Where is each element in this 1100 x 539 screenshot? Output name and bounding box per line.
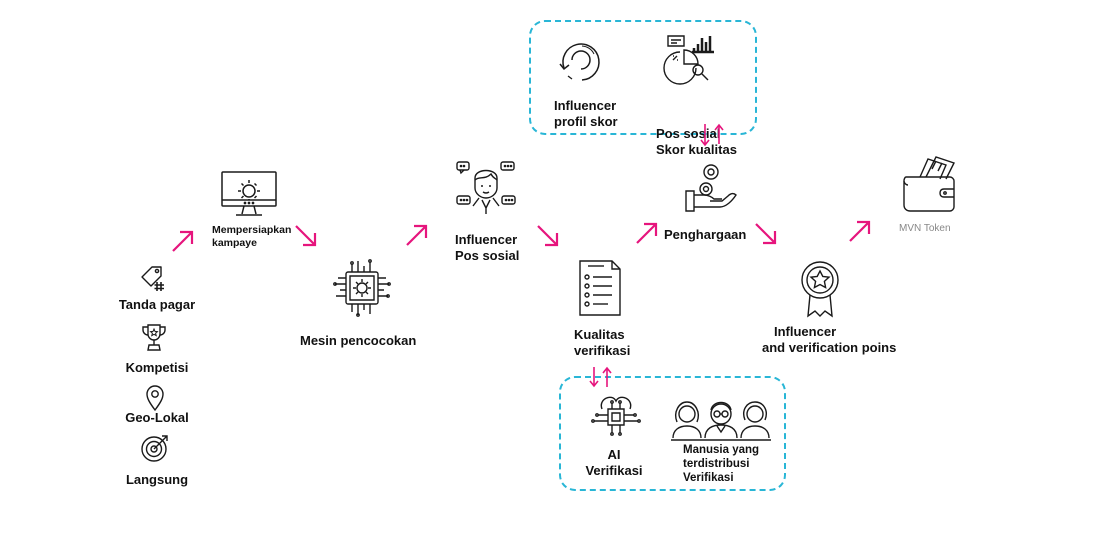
trophy-icon — [141, 323, 167, 353]
medal-badge-icon — [798, 260, 842, 318]
analytics-chart-icon — [664, 34, 722, 86]
step-label-reward: Penghargaan — [664, 227, 747, 242]
step-label-ai-verification: AI Verifikasi — [585, 447, 643, 478]
influencer-chat-icon — [455, 158, 517, 220]
score-group-box — [529, 20, 757, 135]
step-label-campaign: Mempersiapkan kampaye — [212, 224, 292, 249]
step-label-matching: Mesin pencocokan — [300, 333, 417, 348]
chip-gear-icon — [332, 258, 392, 318]
step-label-human-verification: Manusia yang terdistribusi Verifikasi — [683, 444, 760, 484]
flow-arrow-to-quality — [535, 223, 561, 249]
step-label-quality-verification: Kualitas verifikasi — [574, 327, 631, 358]
left-item-label-direct: Langsung — [125, 472, 189, 487]
step-label-points: Influencer and verification poins — [762, 324, 897, 355]
step-label-token: MVN Token — [899, 223, 951, 234]
location-pin-icon — [145, 384, 165, 412]
flow-arrow-to-campaign — [170, 228, 196, 254]
verification-group-box — [559, 376, 786, 491]
hashtag-tag-icon — [138, 264, 168, 292]
left-item-label-hashtag: Tanda pagar — [118, 297, 196, 312]
step-label-profile-score: Influencer profil skor — [554, 98, 618, 129]
score-exchange-arrows — [697, 122, 729, 148]
people-group-icon — [669, 398, 773, 442]
flow-arrow-to-reward — [634, 220, 660, 246]
flow-arrow-to-social-post — [404, 222, 430, 248]
verification-exchange-arrows — [587, 365, 617, 389]
left-item-label-geo: Geo-Lokal — [125, 410, 189, 425]
flow-arrow-to-matching — [293, 223, 319, 249]
coin-hand-icon — [684, 163, 738, 215]
monitor-gear-icon — [220, 170, 278, 218]
target-icon — [140, 433, 170, 463]
wallet-icon — [902, 155, 956, 213]
flow-arrow-to-token — [847, 218, 873, 244]
ai-chip-icon — [590, 393, 642, 441]
left-item-label-competition: Kompetisi — [125, 360, 189, 375]
refresh-cycle-icon — [556, 38, 606, 84]
flow-arrow-to-points — [753, 221, 779, 247]
checklist-icon — [578, 257, 622, 317]
step-label-social-post: Influencer Pos sosial — [455, 232, 520, 263]
